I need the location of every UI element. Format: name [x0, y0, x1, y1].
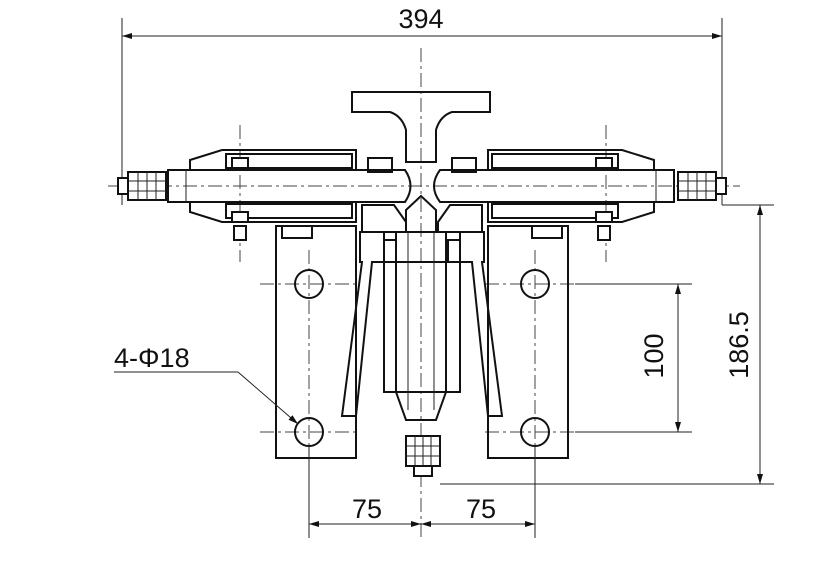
hole-top-right [520, 269, 550, 299]
left-mounting-plate [275, 225, 357, 459]
right-jaw-arm [447, 231, 504, 417]
dim-hole-offset-left-label: 75 [352, 494, 382, 524]
right-clamp-housing [487, 149, 655, 241]
rail-profile [351, 91, 491, 163]
dim-hole-offset-right-label: 75 [466, 494, 496, 524]
left-end-nut [117, 171, 167, 201]
dim-height-total-label: 186.5 [724, 311, 754, 379]
dim-hole-spacing-vertical: 100 [575, 283, 692, 433]
central-spindle [383, 231, 461, 421]
left-clamp-housing [189, 149, 357, 241]
bottom-nut [405, 435, 441, 477]
hole-top-left [294, 269, 324, 299]
left-jaw-arm [340, 231, 397, 417]
dim-overall-width: 394 [121, 4, 723, 205]
callout-holes: 4-Φ18 [114, 343, 299, 425]
right-mounting-plate [487, 225, 569, 459]
dim-height-total: 186.5 [440, 204, 774, 485]
cross-bar [167, 169, 675, 203]
dim-overall-width-label: 394 [398, 4, 443, 34]
right-end-nut [677, 171, 727, 201]
dim-hole-spacing-vertical-label: 100 [639, 333, 669, 378]
center-block [361, 157, 483, 233]
dim-hole-offsets: 75 75 [308, 446, 536, 538]
callout-holes-label: 4-Φ18 [114, 343, 190, 373]
